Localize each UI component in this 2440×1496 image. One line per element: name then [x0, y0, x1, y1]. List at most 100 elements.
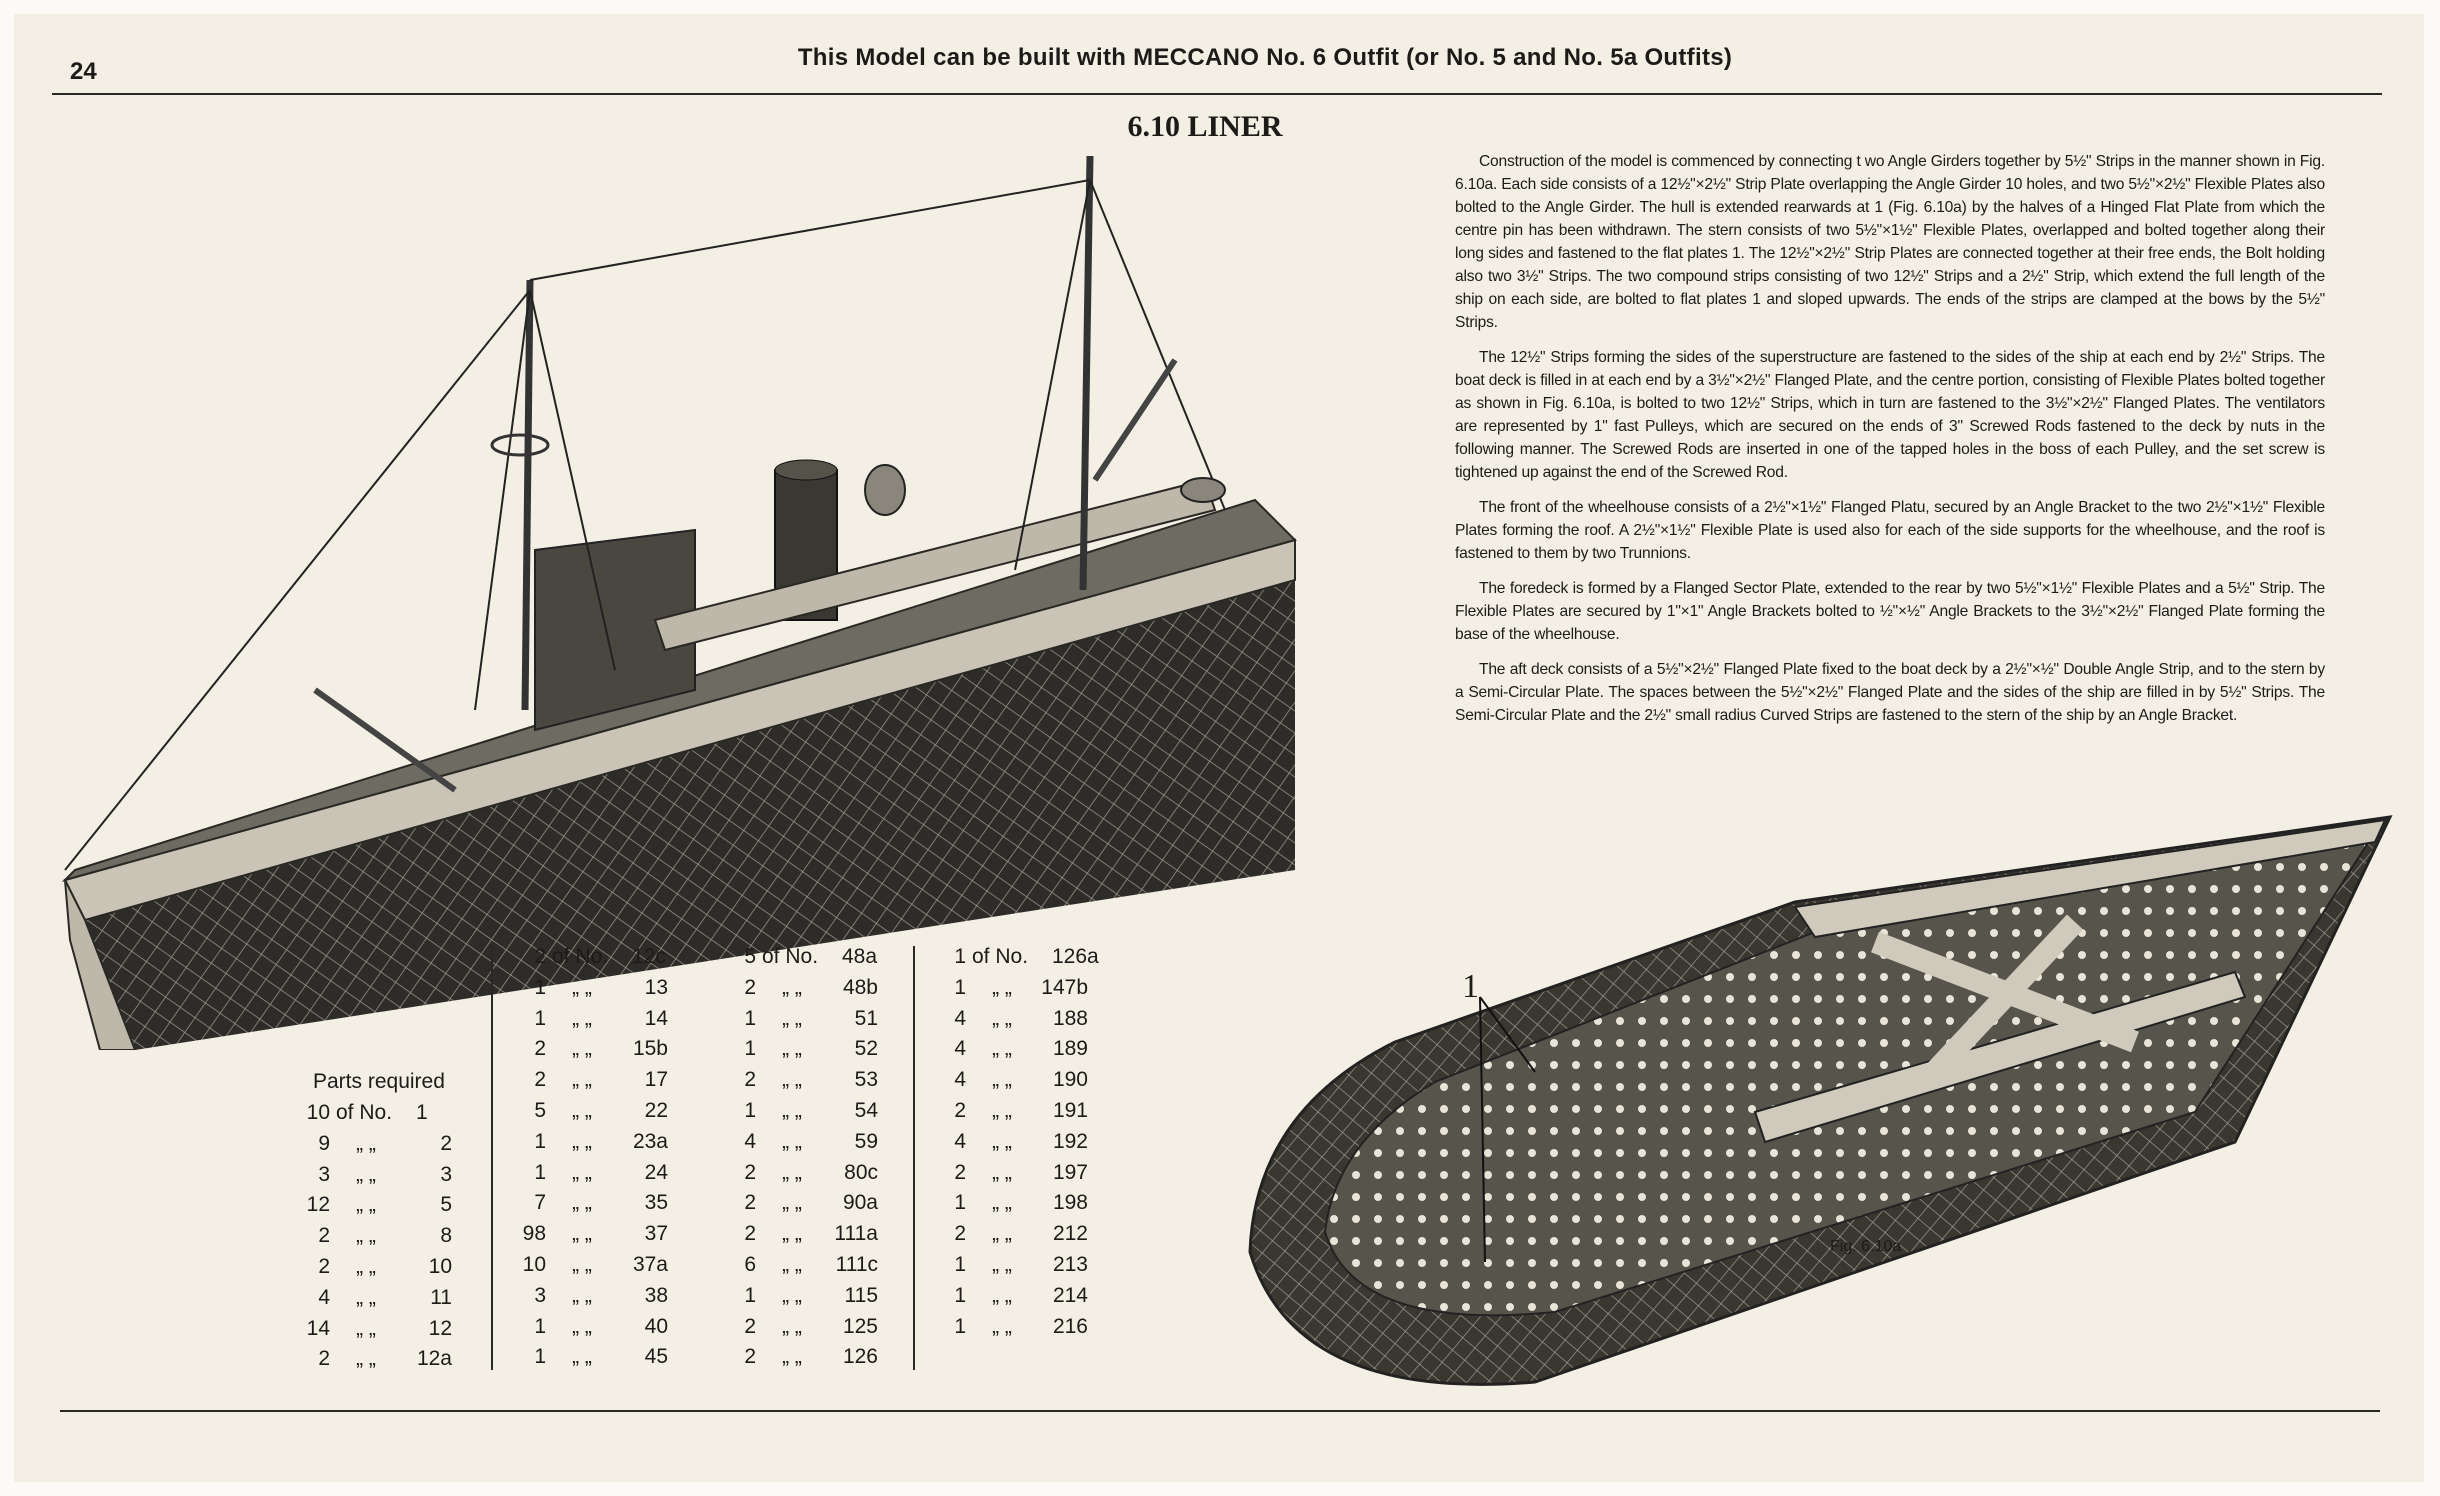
part-quantity: 1 [534, 1160, 546, 1184]
part-number: 14 [644, 1006, 668, 1030]
parts-row: 2„ „111a [722, 1219, 878, 1250]
parts-row: 1„ „23a [512, 1127, 668, 1158]
funnel-top [774, 459, 838, 481]
part-number: 48b [842, 975, 878, 999]
part-number: 90a [842, 1191, 878, 1215]
part-number: 3 [440, 1162, 452, 1186]
part-ditto: „ „ [782, 1191, 802, 1215]
part-number: 126a [1052, 945, 1099, 968]
part-number: 192 [1052, 1129, 1088, 1153]
part-number: 48a [842, 945, 878, 968]
parts-row: 1„ „51 [722, 1004, 878, 1035]
parts-row: 1 of No. 126a [932, 942, 1099, 973]
footer-rule [60, 1410, 2380, 1412]
figure-caption: Fig. 6.10a [1830, 1238, 1902, 1255]
part-number: 190 [1052, 1068, 1088, 1092]
part-quantity: 1 [954, 1191, 966, 1215]
part-quantity: 2 [744, 1345, 756, 1369]
ventilator-pulley [864, 464, 906, 516]
part-ditto: „ „ [356, 1131, 376, 1155]
part-quantity: 1 [534, 1129, 546, 1153]
part-ditto: „ „ [572, 1160, 592, 1184]
parts-row: 1„ „147b [932, 973, 1099, 1004]
part-quantity: 2 [534, 1068, 546, 1092]
part-number: 40 [644, 1314, 668, 1338]
part-ditto: „ „ [356, 1224, 376, 1248]
part-quantity: 4 [954, 1006, 966, 1030]
part-number: 37a [632, 1252, 668, 1276]
part-ditto: of No. [972, 945, 1029, 968]
parts-row: 2„ „197 [932, 1158, 1099, 1189]
part-ditto: „ „ [356, 1254, 376, 1278]
part-ditto: of No. [552, 945, 609, 968]
part-quantity: 14 [306, 1316, 330, 1340]
part-quantity: 7 [534, 1191, 546, 1215]
part-number: 15b [632, 1037, 668, 1061]
part-ditto: „ „ [356, 1347, 376, 1371]
part-number: 52 [854, 1037, 878, 1061]
part-number: 8 [440, 1224, 452, 1248]
part-number: 45 [644, 1345, 668, 1369]
rigging-line [529, 289, 616, 671]
part-number: 80c [844, 1160, 878, 1184]
part-ditto: „ „ [356, 1285, 376, 1309]
callout-leader [1479, 996, 1486, 1263]
part-quantity: 4 [318, 1285, 330, 1309]
part-quantity: 4 [954, 1068, 966, 1092]
part-number: 53 [854, 1068, 878, 1092]
parts-row: 4„ „192 [932, 1127, 1099, 1158]
part-ditto: „ „ [572, 1222, 592, 1246]
part-quantity: 2 [744, 1222, 756, 1246]
part-quantity: 2 [318, 1254, 330, 1278]
part-number: 11 [430, 1285, 452, 1309]
part-quantity: 2 [954, 1098, 966, 1122]
cross-strip [1916, 914, 2084, 1090]
part-number: 13 [644, 975, 668, 999]
part-quantity: 1 [744, 1283, 756, 1307]
part-ditto: „ „ [572, 1283, 592, 1307]
part-number: 111c [835, 1252, 878, 1276]
parts-row: 2„ „15b [512, 1034, 668, 1065]
part-ditto: „ „ [572, 1037, 592, 1061]
rigging-line [1014, 179, 1091, 571]
part-quantity: 3 [534, 1283, 546, 1307]
parts-row: 9„ „2 [296, 1129, 452, 1160]
parts-row: 2 „ „ 53 [722, 1065, 878, 1096]
hull-interior-plates [1323, 830, 2378, 1317]
instruction-paragraph: The 12½" Strips forming the sides of the… [1455, 349, 2325, 481]
part-ditto: „ „ [992, 1191, 1012, 1215]
part-quantity: 2 [744, 1068, 756, 1092]
part-ditto: of No. [336, 1101, 393, 1124]
callout-leader [1479, 996, 1536, 1073]
part-ditto: „ „ [782, 1129, 802, 1153]
main-mast [1079, 155, 1094, 591]
parts-row: 1„ „213 [932, 1250, 1099, 1281]
part-quantity: 1 [954, 975, 966, 999]
part-number: 197 [1052, 1160, 1088, 1184]
parts-row: 2„ „126 [722, 1342, 878, 1373]
part-ditto: „ „ [572, 1345, 592, 1369]
part-ditto: „ „ [782, 1345, 802, 1369]
parts-row: 4„ „59 [722, 1127, 878, 1158]
part-number: 191 [1052, 1098, 1088, 1122]
part-ditto: „ „ [572, 1098, 592, 1122]
part-quantity: 5 [534, 1098, 546, 1122]
parts-row: 4„ „189 [932, 1034, 1099, 1065]
part-number: 24 [644, 1160, 668, 1184]
part-ditto: „ „ [572, 975, 592, 999]
part-quantity: 2 [744, 1160, 756, 1184]
part-ditto: „ „ [782, 1068, 802, 1092]
part-quantity: 3 [318, 1162, 330, 1186]
part-ditto: „ „ [992, 1283, 1012, 1307]
part-quantity: 1 [744, 1098, 756, 1122]
part-quantity: 1 [954, 1252, 966, 1276]
hull-side [65, 540, 1295, 1050]
part-quantity: 1 [954, 945, 966, 968]
parts-row: 10„ „37a [512, 1250, 668, 1281]
parts-row: 7„ „35 [512, 1188, 668, 1219]
superstructure-strip [653, 478, 1217, 652]
part-number: 111a [834, 1222, 878, 1246]
